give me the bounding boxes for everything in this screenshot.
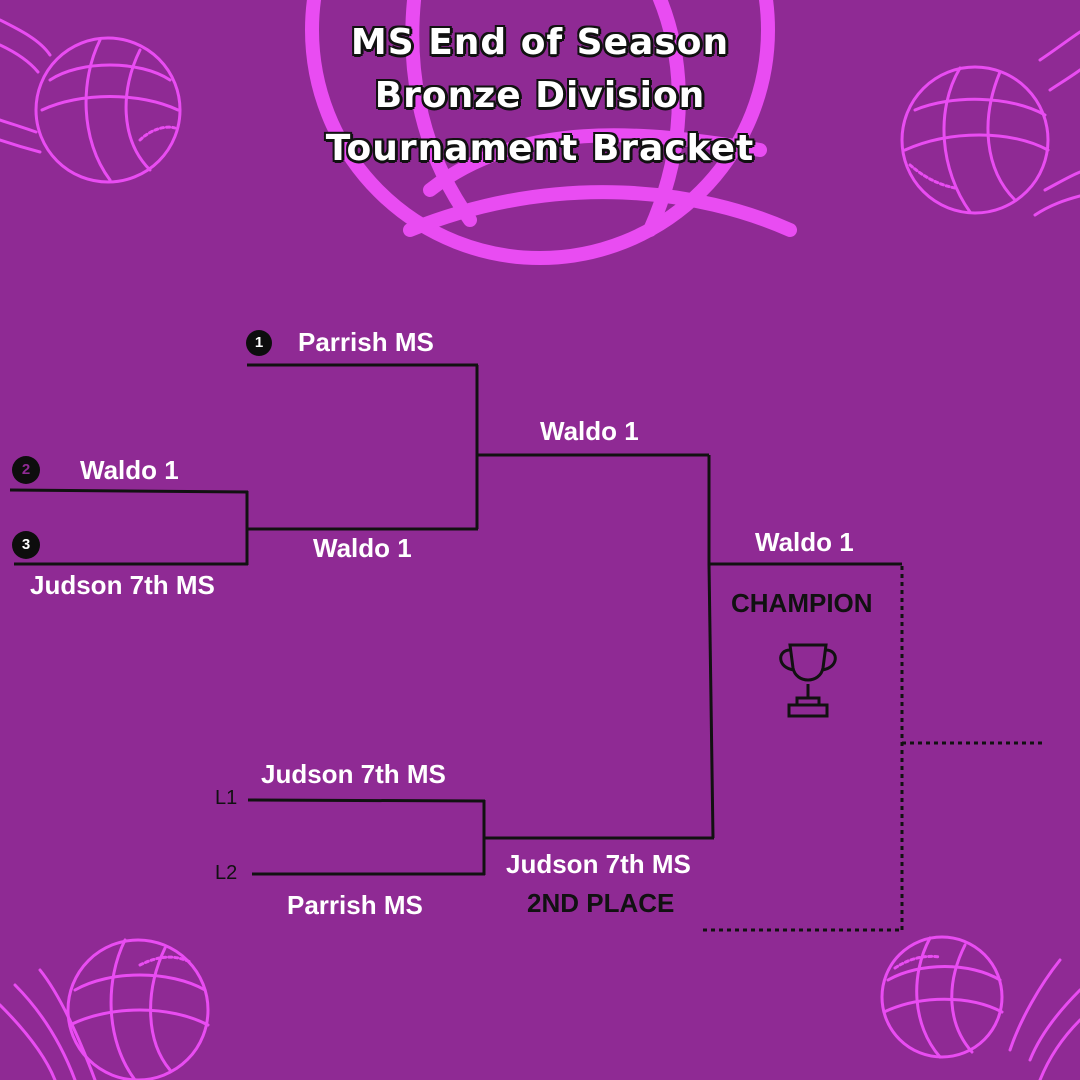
seed-badge-1: 1 [246, 330, 272, 356]
second-place-team: Judson 7th MS [506, 849, 691, 880]
losers-team-1: Judson 7th MS [261, 759, 446, 790]
title-line-3: Tournament Bracket [0, 128, 1080, 169]
seed2-team: Waldo 1 [80, 455, 179, 486]
second-place-label: 2ND PLACE [527, 888, 674, 919]
seed3-team: Judson 7th MS [30, 570, 215, 601]
trophy-icon [781, 645, 836, 716]
champion-label: CHAMPION [731, 588, 873, 619]
round2-winner: Waldo 1 [540, 416, 639, 447]
title-line-1: MS End of Season [0, 22, 1080, 63]
losers-team-2: Parrish MS [287, 890, 423, 921]
seed1-team: Parrish MS [298, 327, 434, 358]
loser-tag-l2: L2 [215, 862, 237, 885]
loser-tag-l1: L1 [215, 787, 237, 810]
champion-team: Waldo 1 [755, 527, 854, 558]
title-line-2: Bronze Division [0, 75, 1080, 116]
seed-badge-2: 2 [12, 456, 40, 484]
seed-badge-3: 3 [12, 531, 40, 559]
round1-winner: Waldo 1 [313, 533, 412, 564]
